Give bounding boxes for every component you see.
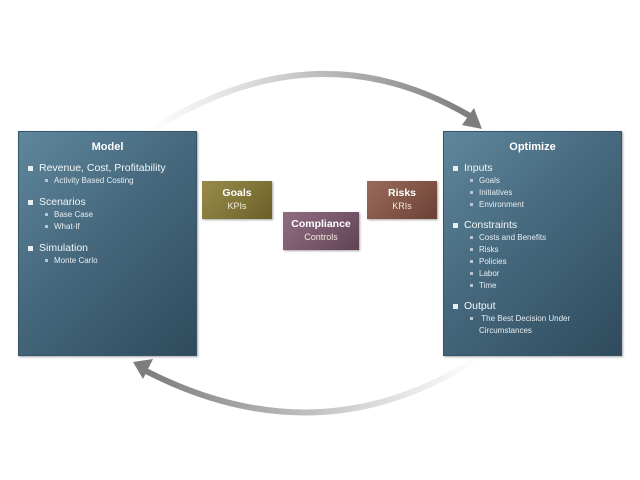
section-item: Labor — [479, 269, 500, 278]
sub-bullet-icon — [45, 225, 48, 228]
risks-title: Risks — [387, 187, 417, 199]
sub-bullet-icon — [470, 317, 473, 320]
compliance-title: Compliance — [291, 218, 351, 230]
goals-subtitle: KPIs — [227, 201, 247, 211]
optimize-panel: Optimize Inputs Goals Initiatives Enviro… — [443, 131, 622, 356]
bullet-icon — [453, 223, 458, 228]
bottom-arrow — [133, 355, 481, 416]
section-item: The Best Decision Under Circumstances — [479, 314, 573, 335]
sub-bullet-icon — [45, 259, 48, 262]
optimize-title: Optimize — [509, 141, 556, 153]
sub-bullet-icon — [470, 179, 473, 182]
compliance-box: Compliance Controls — [283, 212, 359, 250]
sub-bullet-icon — [470, 272, 473, 275]
sub-bullet-icon — [470, 236, 473, 239]
optimize-section: Output The Best Decision Under Circumsta… — [453, 300, 621, 337]
section-item: Activity Based Costing — [54, 176, 134, 185]
risks-subtitle: KRIs — [392, 201, 412, 211]
section-item: Costs and Benefits — [479, 233, 547, 242]
sub-bullet-icon — [470, 191, 473, 194]
model-section: Simulation Monte Carlo — [28, 242, 196, 267]
section-item: Base Case — [54, 210, 94, 219]
goals-box: Goals KPIs — [202, 181, 272, 219]
optimize-section: Constraints Costs and Benefits Risks Pol… — [453, 219, 621, 292]
optimize-section: Inputs Goals Initiatives Environment — [453, 162, 621, 211]
compliance-subtitle: Controls — [304, 232, 338, 242]
sub-bullet-icon — [470, 248, 473, 251]
section-item: Time — [479, 281, 497, 290]
bullet-icon — [453, 166, 458, 171]
section-item: Environment — [479, 200, 524, 209]
bullet-icon — [453, 304, 458, 309]
section-heading: Revenue, Cost, Profitability — [39, 162, 166, 174]
risks-box: Risks KRIs — [367, 181, 437, 219]
section-item: Goals — [479, 176, 500, 185]
model-title: Model — [91, 141, 124, 153]
goals-title: Goals — [222, 187, 252, 199]
section-heading: Constraints — [464, 219, 518, 231]
sub-bullet-icon — [470, 284, 473, 287]
bullet-icon — [28, 200, 33, 205]
top-arrow — [147, 70, 482, 134]
section-heading: Inputs — [464, 162, 493, 174]
section-item: What-If — [54, 222, 80, 231]
sub-bullet-icon — [45, 179, 48, 182]
arrowhead-left — [133, 359, 153, 379]
section-item: Monte Carlo — [54, 256, 98, 265]
section-heading: Simulation — [39, 242, 89, 254]
model-section: Scenarios Base Case What-If — [28, 196, 196, 233]
section-item: Initiatives — [479, 188, 513, 197]
section-heading: Scenarios — [39, 196, 86, 208]
section-heading: Output — [464, 300, 496, 312]
sub-bullet-icon — [45, 213, 48, 216]
arrowhead-right — [462, 108, 482, 129]
sub-bullet-icon — [470, 260, 473, 263]
section-item: Policies — [479, 257, 507, 266]
bullet-icon — [28, 166, 33, 171]
model-panel: Model Revenue, Cost, Profitability Activ… — [18, 131, 197, 356]
bullet-icon — [28, 246, 33, 251]
section-item: Risks — [479, 245, 499, 254]
model-section: Revenue, Cost, Profitability Activity Ba… — [28, 162, 196, 187]
sub-bullet-icon — [470, 203, 473, 206]
